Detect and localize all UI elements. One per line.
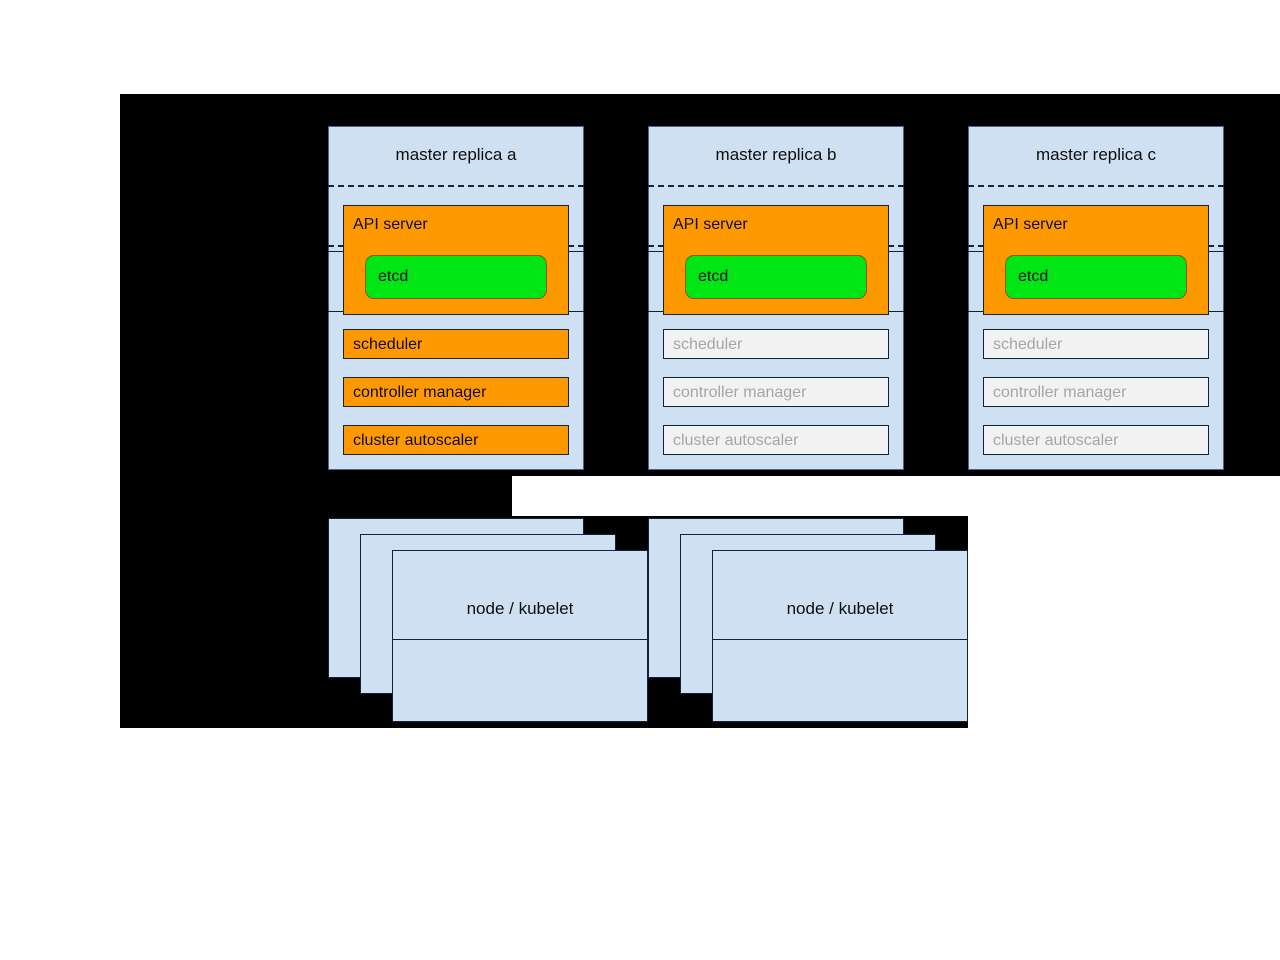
controller-manager-box-b[interactable]: controller manager (663, 377, 889, 407)
backdrop-notch (512, 476, 968, 516)
scheduler-box-b[interactable]: scheduler (663, 329, 889, 359)
band-separator-dashed-top (968, 185, 1224, 187)
node-label-2: node / kubelet (786, 599, 894, 618)
node-card-front[interactable]: node / kubelet (392, 550, 648, 722)
scheduler-box-a[interactable]: scheduler (343, 329, 569, 359)
node-divider-2 (713, 639, 967, 640)
master-replica-a-title: master replica a (395, 145, 517, 164)
scheduler-box-c[interactable]: scheduler (983, 329, 1209, 359)
cluster-autoscaler-box-a[interactable]: cluster autoscaler (343, 425, 569, 455)
band-separator-dashed-top (328, 185, 584, 187)
master-replica-c[interactable]: master replica c API server etcd schedul… (968, 126, 1224, 470)
etcd-box-c[interactable]: etcd (1005, 255, 1187, 299)
master-replica-b[interactable]: master replica b API server etcd schedul… (648, 126, 904, 470)
cluster-autoscaler-box-b[interactable]: cluster autoscaler (663, 425, 889, 455)
cluster-autoscaler-box-c[interactable]: cluster autoscaler (983, 425, 1209, 455)
node-card-front[interactable]: node / kubelet (712, 550, 968, 722)
master-replica-b-title: master replica b (715, 145, 837, 164)
band-separator-dashed-top (648, 185, 904, 187)
etcd-box-b[interactable]: etcd (685, 255, 867, 299)
controller-manager-box-c[interactable]: controller manager (983, 377, 1209, 407)
master-replica-a[interactable]: master replica a API server etcd schedul… (328, 126, 584, 470)
etcd-box-a[interactable]: etcd (365, 255, 547, 299)
node-label-1: node / kubelet (466, 599, 574, 618)
controller-manager-box-a[interactable]: controller manager (343, 377, 569, 407)
node-divider-1 (393, 639, 647, 640)
master-replica-c-title: master replica c (1036, 145, 1156, 164)
